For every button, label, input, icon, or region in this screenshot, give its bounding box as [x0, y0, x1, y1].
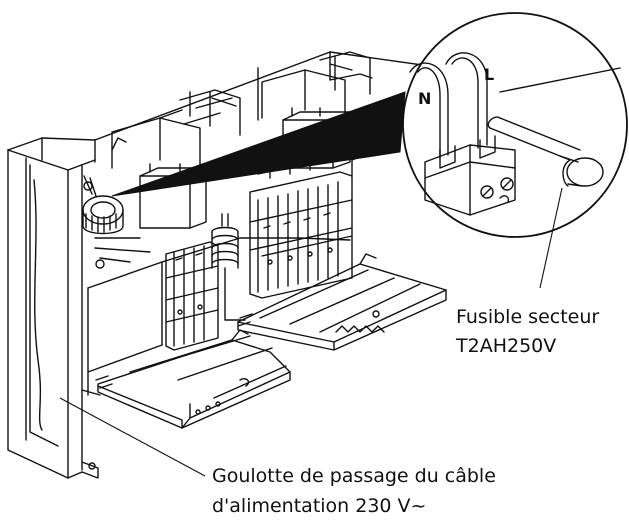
drawer-left [95, 329, 291, 429]
terminal-blocks-right [249, 157, 353, 299]
magnified-detail: N L [402, 12, 628, 238]
transformer-right [211, 51, 371, 169]
wire-label-neutral: N [418, 89, 431, 108]
terminal-blocks-left [165, 241, 219, 351]
enclosure-housing [7, 51, 459, 479]
wire-label-live: L [484, 65, 494, 84]
coil-spring [211, 213, 246, 321]
fuse-callout-line1: Fusible secteur [456, 306, 599, 328]
drawer-right [237, 253, 447, 351]
fuse-leader-line [539, 187, 563, 289]
circuit-board [87, 237, 351, 396]
duct-leader-line [59, 397, 206, 477]
duct-callout-line1: Goulotte de passage du câble [212, 465, 496, 487]
toroid-element [82, 175, 151, 269]
fuse-callout-line2: T2AH250V [455, 335, 556, 357]
duct-callout-line2: d'alimentation 230 V~ [212, 495, 426, 517]
